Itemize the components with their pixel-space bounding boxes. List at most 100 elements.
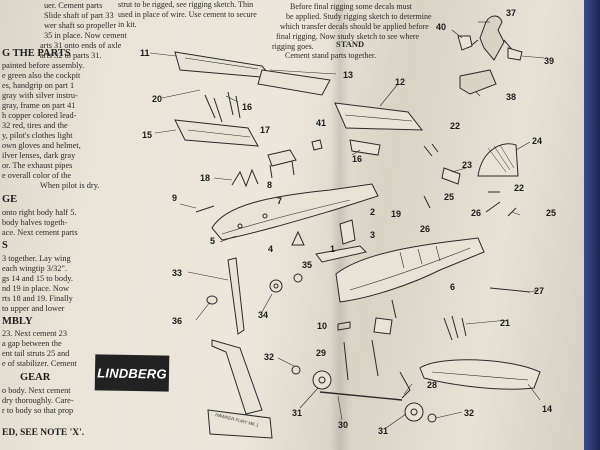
text-line: e of stabilizer. Cement [2,359,77,368]
text-line: gray with silver instru- [2,91,78,100]
callout-number: 7 [277,196,283,206]
right-wing-part [334,102,424,131]
hubcap-part [427,413,437,423]
wheel-part [312,370,332,390]
fuselage-left-half [211,183,379,241]
text-line: onto right body half 5. [2,208,77,217]
top-text-line: rigging goes. [272,42,314,51]
text-line: a gap between the [2,339,62,348]
callout-number: 14 [542,404,553,414]
text-line: o body. Next cement [2,386,71,395]
pilot-legs [459,69,497,95]
stabilizer-part [419,359,541,390]
text-line: y, pilot's clothes light [2,131,73,140]
callout-number: 38 [506,92,517,102]
stand-text: Cement stand parts together. [285,51,377,60]
text-line: 23. Next cement 23 [2,329,67,338]
callout-number: 32 [264,352,275,362]
upper-wing-part [174,51,274,79]
text-line: 32 red, tires and the [2,121,68,130]
callout-number: 34 [258,310,269,320]
callout-number: 16 [352,154,363,164]
text-line: When pilot is dry. [40,181,100,190]
callout-number: 40 [436,22,447,32]
lower-right-wing-part [349,139,381,156]
callout-number: 32 [464,408,475,418]
text-line: wer shaft so propeller [44,21,117,30]
text-line: nd 19 in place. Now [2,284,70,293]
text-line: es, handgrip on part 1 [2,81,75,90]
text-line: body halves togeth- [2,218,68,227]
callout-number: 10 [317,321,328,331]
top-text-line: used in place of wire. Use cement to sec… [118,10,257,19]
callout-number: 19 [391,209,402,219]
top-text-line: which transfer decals should be applied … [280,22,429,31]
callout-number: 16 [242,102,253,112]
callout-number: 29 [316,348,327,358]
callout-number: 17 [260,125,271,135]
text-line: gray, frame on part 41 [2,101,76,110]
callout-number: 23 [462,160,473,170]
text-line: ent tail struts 25 and [2,349,70,358]
wing-struts [204,91,241,123]
hubcap-part [291,365,301,375]
callout-number: 28 [427,380,438,390]
callout-number: 35 [302,260,313,270]
instructions-column: uer. Cement parts Slide shaft of part 33… [0,0,127,450]
text-line: arts 31 onto ends of axle [40,41,122,50]
callout-number: 21 [500,318,511,328]
callout-number: 41 [316,118,327,128]
callout-number: 22 [450,121,461,131]
callout-number: 11 [140,48,150,58]
landing-gear-strut [343,339,379,381]
text-line: h copper colored lead- [2,111,77,120]
callout-number: 26 [420,224,431,234]
top-text-line: final rigging. Now study sketch to see w… [276,32,420,41]
display-stand-base [207,409,273,439]
callout-number: 3 [370,230,376,240]
text-line: e overall color of the [2,171,72,180]
wheel-part [404,402,424,422]
axle-part [319,391,403,401]
text-line: own gloves and helmet, [2,141,81,150]
tail-fin-part [477,143,519,177]
fuselage-right-half [335,237,485,303]
top-text-line: strut to be rigged, see rigging sketch. … [118,0,254,9]
spinner-part [206,295,218,305]
text-line: r to body so that prop [2,406,74,415]
strut-part [231,168,259,188]
text-line: rts 18 and 19. Finally [2,294,73,303]
text-line: or. The exhaust pipes [2,161,73,170]
section-heading: GE [2,194,18,205]
section-heading: MBLY [2,316,33,327]
section-heading: S [2,240,8,251]
text-line: Slide shaft of part 33 [44,11,114,20]
text-line: ace. Next cement parts [2,228,78,237]
callout-number: 30 [338,420,349,430]
callout-number: 20 [152,94,163,104]
section-heading: G THE PARTS [2,48,71,59]
display-stand-arm [211,339,263,415]
text-line: to upper and lower [2,304,65,313]
callout-number: 8 [267,180,273,190]
text-line: e green also the cockpit [2,71,81,80]
text-line: 3 together. Lay wing [2,254,71,263]
seat-part [339,219,356,245]
callout-number: 25 [444,192,455,202]
callout-number: 1 [330,244,336,254]
callout-number: 4 [268,244,274,254]
callout-number: 22 [514,183,525,193]
cockpit-part [267,149,297,167]
callout-number: 2 [370,207,376,217]
callout-number: 27 [534,286,545,296]
callout-number: 24 [532,136,543,146]
callout-number: 5 [210,236,216,246]
callout-number: 26 [471,208,482,218]
top-text-line: Before final rigging some decals must [290,2,412,11]
top-text-line: be applied. Study rigging sketch to dete… [286,12,432,21]
callout-number: 25 [546,208,557,218]
blue-background [584,0,600,450]
text-line: gs 14 and 15 to body. [2,274,73,283]
text-line: each wingtip 3/32". [2,264,67,273]
